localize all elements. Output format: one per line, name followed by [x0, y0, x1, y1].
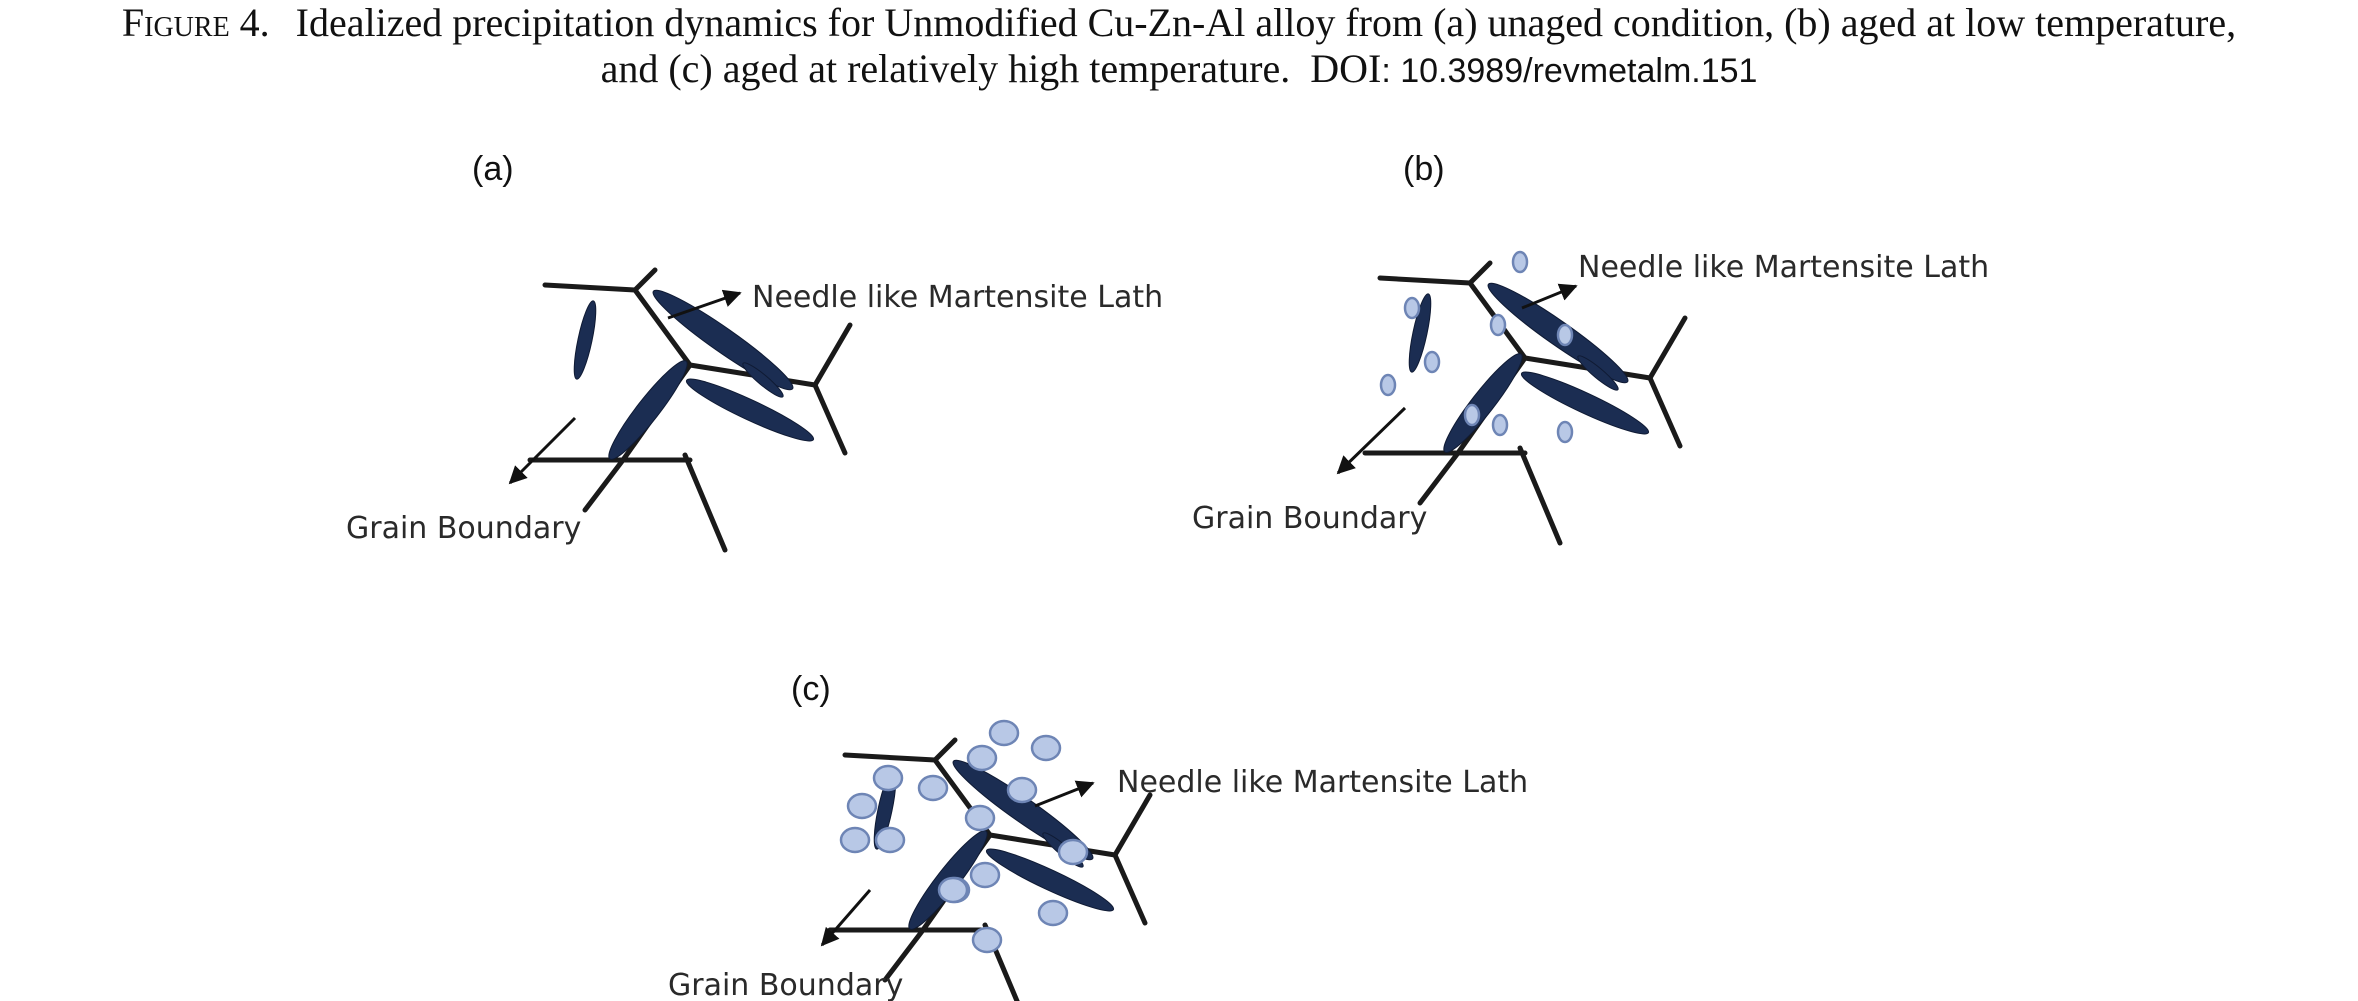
panel-b-boundary-arrow	[1336, 406, 1407, 475]
panel-b-lath-label: Needle like Martensite Lath	[1578, 250, 1989, 285]
panel-a: (a) Needle like Martensite Lath Grain Bo…	[346, 150, 1163, 550]
figure-caption: Figure 4. Idealized precipitation dynamic…	[0, 0, 2358, 94]
caption-line-2: and (c) aged at relatively high temperat…	[0, 46, 2358, 94]
caption-doi-key: DOI	[1310, 46, 1382, 91]
panel-a-lath-label: Needle like Martensite Lath	[752, 280, 1163, 315]
panel-b-label: (b)	[1403, 150, 1445, 188]
caption-text-line-2: and (c) aged at relatively high temperat…	[600, 46, 1291, 91]
panel-a-lath-arrow	[667, 289, 742, 320]
caption-line-1: Figure 4. Idealized precipitation dynamic…	[0, 0, 2358, 46]
panel-c-lath-arrow	[1034, 780, 1095, 808]
panel-c: (c) Needle like Martensite Lath Grain Bo…	[668, 670, 1528, 1001]
panel-c-lath-label: Needle like Martensite Lath	[1117, 765, 1528, 800]
caption-text-line-1: Idealized precipitation dynamics for Unm…	[295, 0, 2237, 45]
panel-b: (b) Needle like Martensite Lath Grain Bo…	[1192, 150, 1989, 543]
panel-c-boundary-arrow	[820, 889, 872, 947]
panel-a-boundary-arrow	[508, 416, 577, 485]
panel-b-lath-arrow	[1521, 283, 1578, 310]
panel-a-boundary-label: Grain Boundary	[346, 511, 581, 546]
panel-c-precipitates	[839, 719, 1089, 954]
panel-b-boundary-label: Grain Boundary	[1192, 501, 1427, 536]
caption-doi-value: : 10.3989/revmetalm.151	[1381, 52, 1758, 90]
panel-b-precipitates	[1379, 250, 1574, 444]
panel-c-boundary-label: Grain Boundary	[668, 968, 903, 1001]
caption-figure-label: Figure 4.	[121, 0, 270, 45]
panel-c-label: (c)	[791, 670, 831, 708]
panel-a-label: (a)	[472, 150, 514, 188]
